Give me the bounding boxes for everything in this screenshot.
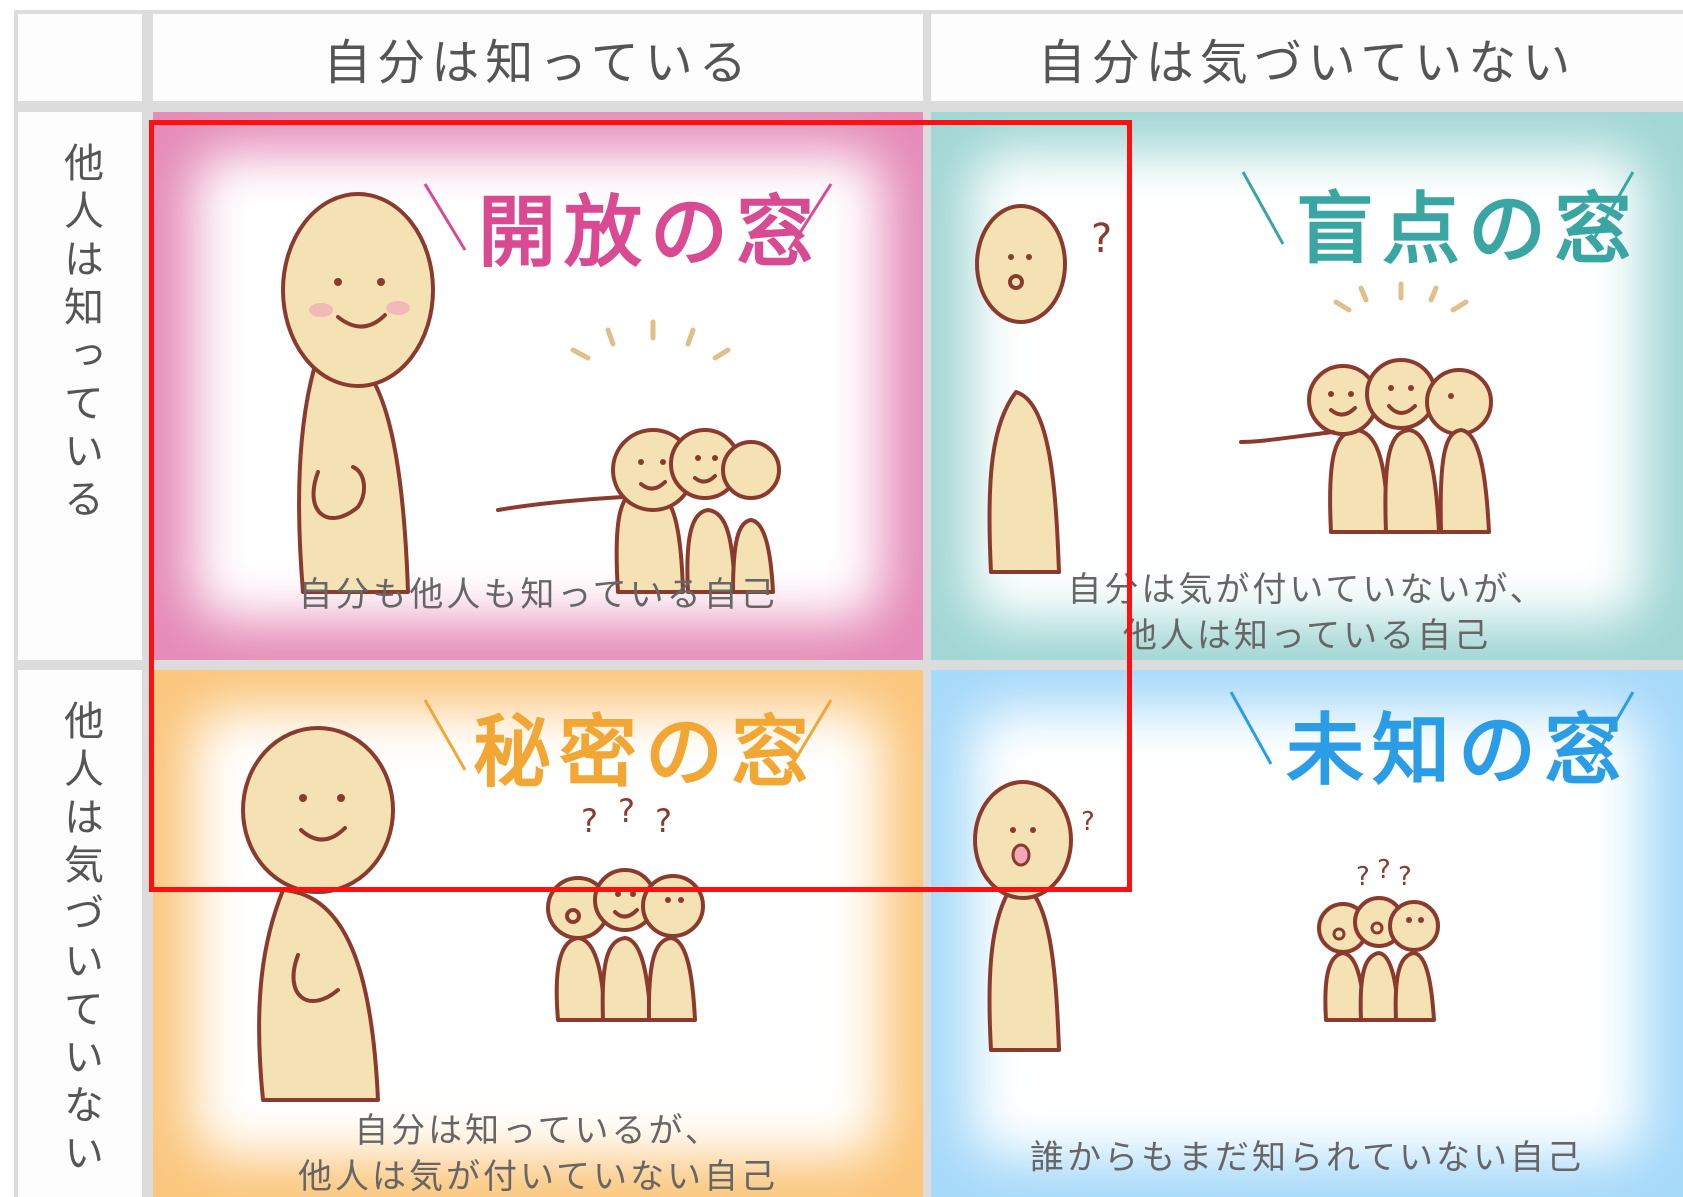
svg-text:?: ? <box>1398 862 1412 892</box>
open-window-title: 開放の窓 <box>478 188 823 278</box>
svg-text:?: ? <box>1356 862 1370 892</box>
hidden-window-cell: ??? 秘密の窓 自分は知っているが、 他人は気が付いていない自己 <box>153 670 923 1197</box>
blind-window-cell: ? 盲点の窓 自分は気が付いていないが、 他人は知っている自己 <box>931 112 1683 660</box>
blind-window-caption: 自分は気が付いていないが、 他人は知っている自己 <box>1067 570 1547 656</box>
row-header-others-unaware: 他人は気づいていない <box>18 670 142 1197</box>
johari-window-grid: 自分は知っている 自分は気づいていない 他人は知っている 他人は気づいていない <box>14 10 1683 1197</box>
hidden-window-title: 秘密の窓 <box>473 708 818 798</box>
corner-cell <box>18 14 142 101</box>
unknown-window-caption: 誰からもまだ知られていない自己 <box>1030 1138 1584 1178</box>
unknown-window-cell: ? ??? 未知の窓 誰からもまだ知られていない自己 <box>931 670 1683 1197</box>
open-window-cell: 開放の窓 自分も他人も知っている自己 <box>153 112 923 660</box>
col-header-self-knows: 自分は知っている <box>153 14 923 101</box>
unknown-window-title: 未知の窓 <box>1286 706 1631 796</box>
blind-window-illustration: ? <box>975 171 1635 574</box>
svg-text:?: ? <box>618 792 635 830</box>
svg-text:?: ? <box>655 802 672 840</box>
open-window-caption: 自分も他人も知っている自己 <box>298 575 778 615</box>
open-window-illustration <box>281 183 833 594</box>
col-header-self-unaware: 自分は気づいていない <box>931 14 1683 101</box>
hidden-window-caption: 自分は知っているが、 他人は気が付いていない自己 <box>298 1111 778 1197</box>
svg-text:?: ? <box>1081 807 1095 837</box>
svg-text:?: ? <box>581 802 598 840</box>
blind-window-title: 盲点の窓 <box>1296 185 1641 275</box>
svg-text:?: ? <box>1377 855 1391 885</box>
svg-text:?: ? <box>1091 216 1112 262</box>
row-header-others-know: 他人は知っている <box>18 112 142 660</box>
unknown-window-illustration: ? ??? <box>973 691 1635 1052</box>
